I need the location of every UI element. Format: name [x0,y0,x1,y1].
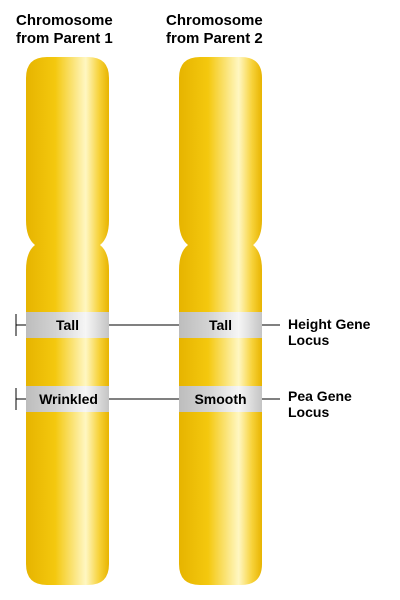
chromosome-1-title-line1: Chromosome [16,12,113,29]
chromosome-2: Tall Smooth [179,57,262,585]
chromosome-2-pea-band [179,386,262,412]
pea-gene-locus-label: Pea Gene Locus [288,388,352,420]
chromosome-2-title-line1: Chromosome [166,12,263,29]
chromosome-1-title: Chromosome from Parent 1 [16,12,113,47]
chromosome-2-pea-allele-label: Smooth [194,391,246,407]
chromosome-2-title: Chromosome from Parent 2 [166,12,263,47]
pea-locus-line2: Locus [288,404,329,420]
chromosome-1-pea-allele-label: Wrinkled [39,391,98,407]
pea-locus-line1: Pea Gene [288,388,352,404]
height-locus-line2: Locus [288,332,329,348]
chromosome-2-title-line2: from Parent 2 [166,30,263,47]
chromosome-1-title-line2: from Parent 1 [16,30,113,47]
chromosome-2-height-band [179,312,262,338]
height-gene-locus-label: Height Gene Locus [288,316,371,348]
chromosome-1-height-allele-label: Tall [56,317,79,333]
chromosome-2-height-allele-label: Tall [209,317,232,333]
pea-locus-line [15,388,280,410]
height-locus-line1: Height Gene [288,316,371,332]
chromosome-1: Tall Wrinkled [26,57,109,585]
height-locus-line [15,314,280,336]
chromosome-1-height-band [26,312,109,338]
chromosome-1-pea-band [26,386,109,412]
